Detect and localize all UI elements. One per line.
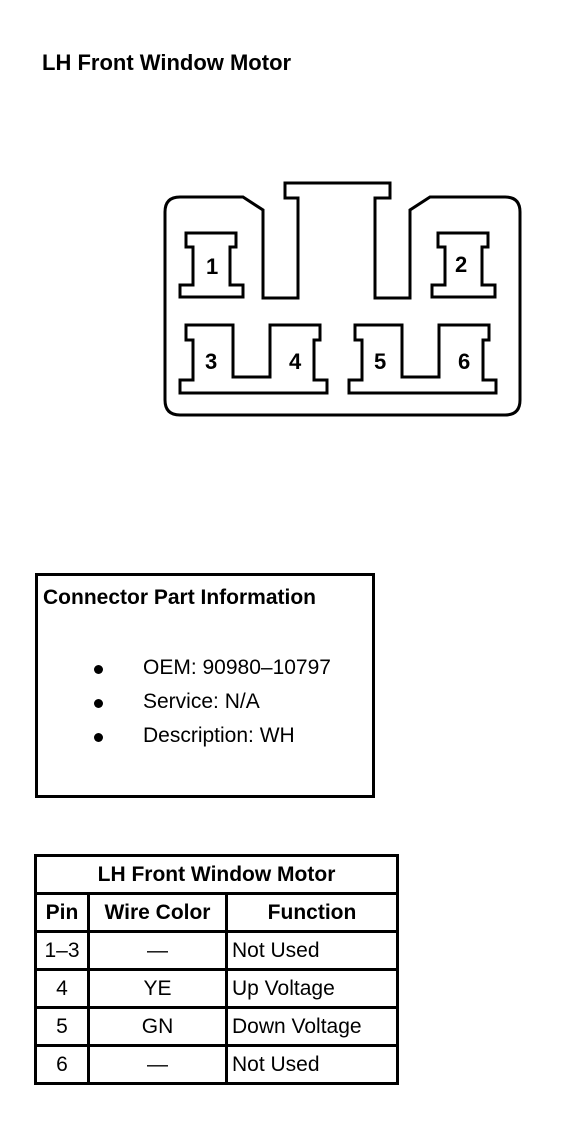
bullet-icon — [94, 733, 103, 742]
header-function: Function — [225, 892, 399, 933]
cell-wire-color: — — [87, 1044, 228, 1085]
cell-pin: 4 — [34, 968, 90, 1009]
cell-function: Down Voltage — [225, 1006, 399, 1047]
pin-label-3: 3 — [205, 349, 217, 374]
pin-label-6: 6 — [458, 349, 470, 374]
table-row: 1–3 — Not Used — [34, 930, 399, 971]
page-title: LH Front Window Motor — [42, 50, 292, 75]
table-row: 6 — Not Used — [34, 1044, 399, 1085]
pin-cavity-1 — [178, 231, 245, 299]
table-row: 5 GN Down Voltage — [34, 1006, 399, 1047]
cell-pin: 5 — [34, 1006, 90, 1047]
pin-cavity-2 — [430, 231, 497, 299]
connector-diagram: 1 2 3 4 5 6 — [163, 181, 522, 417]
cell-function: Up Voltage — [225, 968, 399, 1009]
pinout-table-title: LH Front Window Motor — [34, 854, 399, 895]
bullet-icon — [94, 665, 103, 674]
cell-wire-color: YE — [87, 968, 228, 1009]
cell-wire-color: GN — [87, 1006, 228, 1047]
connector-info-box: Connector Part Information OEM: 90980–10… — [35, 573, 375, 798]
connector-info-title: Connector Part Information — [43, 586, 317, 609]
bullet-icon — [94, 699, 103, 708]
pin-label-4: 4 — [289, 349, 302, 374]
pinout-table: LH Front Window Motor Pin Wire Color Fun… — [34, 854, 399, 1085]
pin-label-2: 2 — [455, 252, 467, 277]
header-wire-color: Wire Color — [87, 892, 228, 933]
table-row: 4 YE Up Voltage — [34, 968, 399, 1009]
cell-pin: 1–3 — [34, 930, 90, 971]
pin-cavity-3-4 — [178, 323, 329, 395]
connector-housing — [163, 181, 522, 417]
cell-wire-color: — — [87, 930, 228, 971]
cell-function: Not Used — [225, 930, 399, 971]
pin-cavity-5-6 — [347, 323, 498, 395]
cell-function: Not Used — [225, 1044, 399, 1085]
header-pin: Pin — [34, 892, 90, 933]
pinout-table-header: Pin Wire Color Function — [34, 892, 399, 933]
cell-pin: 6 — [34, 1044, 90, 1085]
pin-label-1: 1 — [206, 254, 218, 279]
pin-label-5: 5 — [374, 349, 386, 374]
